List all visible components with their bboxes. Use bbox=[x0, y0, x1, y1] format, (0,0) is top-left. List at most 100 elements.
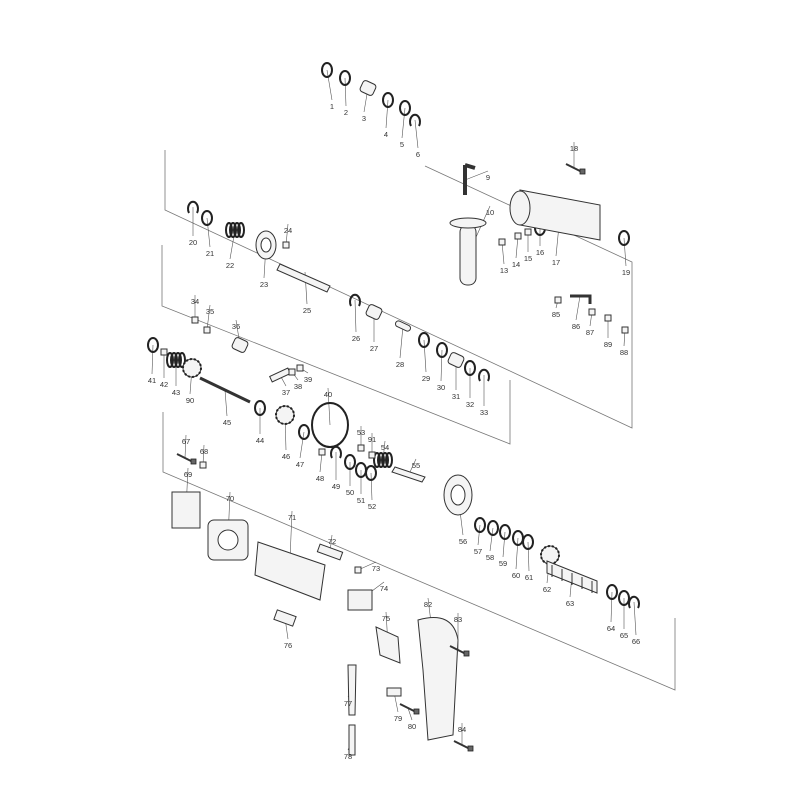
part-number-label: 61 bbox=[525, 573, 533, 582]
part-54: 54 bbox=[373, 440, 393, 468]
frame-upper bbox=[164, 150, 633, 429]
part-number-label: 44 bbox=[256, 436, 264, 445]
leader-line bbox=[623, 237, 627, 267]
part-36: 36 bbox=[231, 319, 249, 353]
part-78: 78 bbox=[344, 724, 356, 761]
part-29: 29 bbox=[418, 332, 430, 383]
part-number-label: 58 bbox=[486, 553, 494, 562]
leader-line bbox=[527, 541, 530, 572]
part-number-label: 56 bbox=[459, 537, 467, 546]
part-4: 4 bbox=[382, 92, 394, 139]
part-number-label: 36 bbox=[232, 322, 240, 331]
part-28: 28 bbox=[394, 320, 412, 369]
part-number-label: 73 bbox=[372, 564, 380, 573]
part-30: 30 bbox=[436, 342, 448, 392]
part-10: 10 bbox=[449, 205, 494, 286]
part-22: 22 bbox=[225, 222, 245, 270]
part-45: 45 bbox=[199, 376, 251, 427]
part-48: 48 bbox=[316, 448, 326, 483]
part-52: 52 bbox=[365, 465, 377, 511]
part-65: 65 bbox=[618, 590, 630, 640]
leader-line bbox=[370, 472, 373, 501]
part-number-label: 64 bbox=[607, 624, 615, 633]
leader-line bbox=[401, 107, 406, 139]
part-number-label: 9 bbox=[486, 173, 490, 182]
part-number-label: 40 bbox=[324, 390, 332, 399]
part-41: 41 bbox=[147, 337, 159, 385]
part-number-label: 86 bbox=[572, 322, 580, 331]
part-35: 35 bbox=[203, 304, 214, 334]
part-84: 84 bbox=[453, 723, 474, 752]
part-number-label: 52 bbox=[368, 502, 376, 511]
part-number-label: 37 bbox=[282, 388, 290, 397]
leader-line bbox=[184, 434, 187, 459]
part-number-label: 25 bbox=[303, 306, 311, 315]
part-number-label: 50 bbox=[346, 488, 354, 497]
part-71: 71 bbox=[254, 510, 326, 601]
part-82: 82 bbox=[417, 597, 459, 741]
leader-line bbox=[385, 99, 389, 129]
part-68: 68 bbox=[199, 444, 208, 469]
part-number-label: 31 bbox=[452, 392, 460, 401]
part-47: 47 bbox=[296, 424, 310, 469]
part-18: 18 bbox=[565, 142, 586, 175]
part-number-label: 22 bbox=[226, 261, 234, 270]
part-44: 44 bbox=[254, 400, 266, 445]
part-number-label: 29 bbox=[422, 374, 430, 383]
part-13: 13 bbox=[498, 238, 508, 275]
part-59: 59 bbox=[499, 524, 511, 568]
part-23: 23 bbox=[255, 230, 277, 289]
part-number-label: 70 bbox=[226, 494, 234, 503]
part-number-label: 20 bbox=[189, 238, 197, 247]
part-58: 58 bbox=[486, 520, 499, 562]
part-70: 70 bbox=[207, 491, 249, 561]
part-number-label: 54 bbox=[381, 443, 389, 452]
part-72: 72 bbox=[316, 534, 344, 561]
part-number-label: 45 bbox=[223, 418, 231, 427]
part-51: 51 bbox=[355, 462, 367, 505]
leader-line bbox=[515, 235, 519, 259]
part-number-label: 84 bbox=[458, 725, 466, 734]
part-80: 80 bbox=[399, 703, 420, 731]
part-86: 86 bbox=[570, 294, 592, 331]
part-number-label: 27 bbox=[370, 344, 378, 353]
part-number-label: 30 bbox=[437, 383, 445, 392]
part-number-label: 69 bbox=[184, 470, 192, 479]
part-15: 15 bbox=[524, 228, 532, 263]
part-number-label: 33 bbox=[480, 408, 488, 417]
part-77: 77 bbox=[344, 664, 357, 716]
part-number-label: 18 bbox=[570, 144, 578, 153]
part-90: 90 bbox=[182, 358, 202, 405]
part-number-label: 49 bbox=[332, 482, 340, 491]
part-number-label: 42 bbox=[160, 380, 168, 389]
part-number-label: 38 bbox=[294, 382, 302, 391]
leader-line bbox=[206, 217, 211, 248]
part-26: 26 bbox=[349, 293, 361, 343]
part-number-label: 82 bbox=[424, 600, 432, 609]
leader-line bbox=[575, 295, 581, 321]
leader-line bbox=[326, 69, 333, 101]
part-number-label: 24 bbox=[284, 226, 292, 235]
leader-line bbox=[299, 431, 305, 459]
part-number-label: 13 bbox=[500, 266, 508, 275]
part-53: 53 bbox=[357, 426, 365, 452]
part-number-label: 57 bbox=[474, 547, 482, 556]
part-43: 43 bbox=[166, 352, 186, 397]
part-67: 67 bbox=[176, 434, 197, 465]
part-number-label: 34 bbox=[191, 297, 199, 306]
part-76: 76 bbox=[273, 609, 297, 650]
part-number-label: 47 bbox=[296, 460, 304, 469]
part-number-label: 35 bbox=[206, 307, 214, 316]
frame-lower bbox=[162, 412, 676, 691]
leader-line bbox=[515, 537, 519, 570]
part-number-label: 28 bbox=[396, 360, 404, 369]
part-32: 32 bbox=[464, 360, 476, 409]
part-number-label: 55 bbox=[412, 461, 420, 470]
part-56: 56 bbox=[443, 474, 473, 546]
part-64: 64 bbox=[606, 584, 618, 633]
part-number-label: 51 bbox=[357, 496, 365, 505]
part-number-label: 16 bbox=[536, 248, 544, 257]
part-number-label: 14 bbox=[512, 260, 520, 269]
leader-line bbox=[633, 601, 637, 636]
